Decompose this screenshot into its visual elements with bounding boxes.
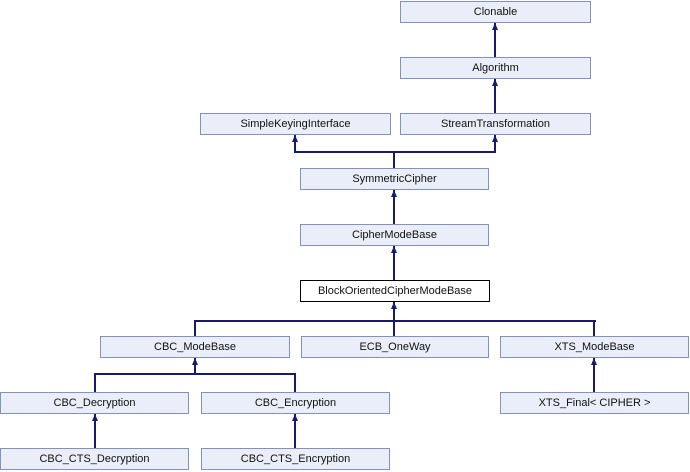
node-simplekeyinginterface[interactable]: SimpleKeyingInterface xyxy=(200,113,391,135)
edge-symmetriccipher-streamtransformation-arrowhead xyxy=(492,135,498,142)
node-cbc-decryption-label: CBC_Decryption xyxy=(53,397,136,409)
node-cbc-modebase[interactable]: CBC_ModeBase xyxy=(100,336,290,358)
node-clonable-label: Clonable xyxy=(473,6,518,18)
node-symmetriccipher[interactable]: SymmetricCipher xyxy=(300,168,489,190)
edge-blockoriented-ciphermodebase-arrowhead xyxy=(391,246,397,253)
edge-blockoriented-ciphermodebase-line xyxy=(393,246,395,280)
edge-children-blockoriented-hline xyxy=(194,320,596,322)
edge-children-blockoriented-center-line xyxy=(393,302,395,336)
node-streamtransformation[interactable]: StreamTransformation xyxy=(400,113,591,135)
edge-xtsfinal-xtsmodebase-line xyxy=(593,358,595,392)
edge-symmetriccipher-parents-hline xyxy=(294,151,496,153)
node-blockorientedciphermodebase: BlockOrientedCipherModeBase xyxy=(300,280,490,302)
node-cbc-cts-decryption-label: CBC_CTS_Decryption xyxy=(39,453,150,465)
node-streamtransformation-label: StreamTransformation xyxy=(440,118,551,130)
node-cbc-cts-encryption[interactable]: CBC_CTS_Encryption xyxy=(201,448,390,470)
edge-symmetriccipher-simplekeying-line xyxy=(294,135,296,153)
node-clonable[interactable]: Clonable xyxy=(400,1,591,23)
edge-cbcdecryption-stub-line xyxy=(94,373,96,392)
edge-ciphermodebase-symmetriccipher-line xyxy=(393,190,395,224)
node-algorithm[interactable]: Algorithm xyxy=(400,57,591,79)
edge-cbcctsdecryption-cbcdecryption-line xyxy=(94,414,96,448)
edge-symmetriccipher-simplekeying-arrowhead xyxy=(292,135,298,142)
edge-streamtransformation-algorithm-arrowhead xyxy=(492,79,498,86)
edge-streamtransformation-algorithm-line xyxy=(494,79,496,113)
node-cbc-encryption-label: CBC_Encryption xyxy=(254,397,337,409)
edge-xtsmodebase-stub-line xyxy=(593,320,595,336)
node-cbc-encryption[interactable]: CBC_Encryption xyxy=(201,392,390,414)
edge-cbcmodebase-stub-line xyxy=(194,320,196,336)
node-cbc-modebase-label: CBC_ModeBase xyxy=(154,341,236,353)
node-cbc-cts-encryption-label: CBC_CTS_Encryption xyxy=(240,453,351,465)
edge-symmetriccipher-stub-line xyxy=(393,151,395,168)
node-xts-modebase[interactable]: XTS_ModeBase xyxy=(500,336,689,358)
node-blockorientedciphermodebase-label: BlockOrientedCipherModeBase xyxy=(317,285,473,297)
node-simplekeyinginterface-label: SimpleKeyingInterface xyxy=(240,118,351,130)
node-cbc-decryption[interactable]: CBC_Decryption xyxy=(0,392,189,414)
node-xts-final[interactable]: XTS_Final< CIPHER > xyxy=(500,392,689,414)
node-cbc-cts-decryption[interactable]: CBC_CTS_Decryption xyxy=(0,448,189,470)
node-algorithm-label: Algorithm xyxy=(472,62,519,74)
edge-algorithm-clonable-arrowhead xyxy=(492,23,498,30)
node-ecb-oneway-label: ECB_OneWay xyxy=(359,341,431,353)
edge-cbcctsencryption-cbcencryption-arrowhead xyxy=(292,414,298,421)
edge-cbcchildren-cbcmodebase-line xyxy=(194,358,196,374)
node-ecb-oneway[interactable]: ECB_OneWay xyxy=(301,336,489,358)
edge-cbcctsdecryption-cbcdecryption-arrowhead xyxy=(92,414,98,421)
node-ciphermodebase[interactable]: CipherModeBase xyxy=(300,224,489,246)
edge-xtsfinal-xtsmodebase-arrowhead xyxy=(591,358,597,365)
edge-algorithm-clonable-line xyxy=(494,23,496,57)
edge-cbcchildren-cbcmodebase-arrowhead xyxy=(192,358,198,365)
edge-children-blockoriented-arrowhead xyxy=(391,302,397,309)
edge-ciphermodebase-symmetriccipher-arrowhead xyxy=(391,190,397,197)
edge-cbcchildren-hline xyxy=(94,373,296,375)
node-symmetriccipher-label: SymmetricCipher xyxy=(352,173,437,185)
edge-cbcctsencryption-cbcencryption-line xyxy=(294,414,296,448)
node-xts-final-label: XTS_Final< CIPHER > xyxy=(538,397,651,409)
node-ciphermodebase-label: CipherModeBase xyxy=(352,229,437,241)
edge-cbcencryption-stub-line xyxy=(294,373,296,392)
node-xts-modebase-label: XTS_ModeBase xyxy=(554,341,635,353)
edge-symmetriccipher-streamtransformation-line xyxy=(494,135,496,153)
